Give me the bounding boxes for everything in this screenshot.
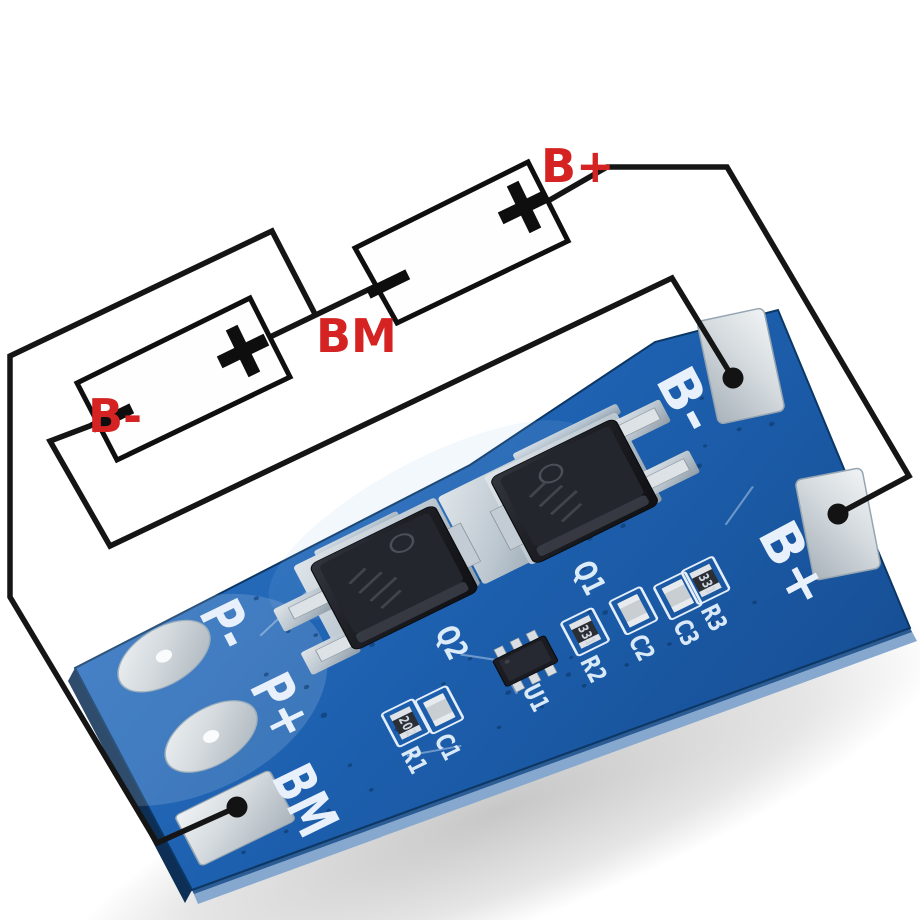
bm-connection-dot bbox=[226, 796, 248, 818]
edge-tin-strip bbox=[513, 404, 621, 464]
schematic-wiring: B- BM B+ bbox=[7, 139, 913, 847]
series-link-wire bbox=[268, 283, 378, 340]
label-b-minus: B- bbox=[88, 389, 142, 443]
pad-bm bbox=[175, 770, 295, 866]
q2-etch-marks bbox=[348, 567, 402, 609]
b-plus-wire bbox=[546, 164, 913, 517]
board-glare bbox=[42, 593, 328, 807]
q2-body-top bbox=[320, 513, 463, 633]
u1-body-top bbox=[499, 640, 552, 681]
label-bm: BM bbox=[316, 309, 397, 363]
board-side-left bbox=[68, 668, 192, 903]
q2-body-bevel bbox=[356, 582, 469, 643]
passive-silk-outlines bbox=[380, 556, 731, 748]
battery1-plus-symbol bbox=[216, 324, 270, 378]
bm-wire bbox=[7, 227, 319, 847]
capacitor-c2 bbox=[617, 593, 650, 628]
mosfet-q1 bbox=[489, 407, 691, 563]
battery2-minus-symbol bbox=[365, 269, 411, 299]
battery1-minus-symbol bbox=[89, 403, 135, 433]
capacitor-c1 bbox=[423, 693, 456, 727]
q1-body-bevel bbox=[536, 495, 649, 556]
b-plus-connection-dot bbox=[827, 503, 849, 525]
board-top-face bbox=[73, 308, 912, 892]
b-minus-connection-dot bbox=[722, 367, 744, 389]
q1-body-top bbox=[500, 427, 644, 546]
resistor-r2: 331 bbox=[568, 615, 602, 649]
capacitor-c3 bbox=[661, 578, 695, 613]
battery2-plus-symbol bbox=[497, 180, 551, 234]
b-minus-wire bbox=[46, 274, 736, 550]
mosfet-q2 bbox=[287, 506, 482, 663]
q2-logo-mark bbox=[389, 533, 415, 554]
board-side-bottom bbox=[192, 628, 917, 904]
ic-u1 bbox=[492, 629, 559, 693]
battery-cell-2 bbox=[351, 158, 572, 327]
board-side-bottom-seam bbox=[192, 628, 912, 894]
pcb-board: 202 331 bbox=[42, 307, 917, 904]
label-b-plus: B+ bbox=[541, 139, 615, 193]
pad-p-plus-hole bbox=[164, 700, 258, 773]
pad-p-minus-hole bbox=[117, 619, 211, 693]
u1-pin1-dot bbox=[504, 659, 510, 664]
q1-logo-mark bbox=[538, 463, 564, 484]
q1-etch-marks bbox=[528, 481, 583, 523]
pad-b-minus bbox=[697, 307, 785, 425]
